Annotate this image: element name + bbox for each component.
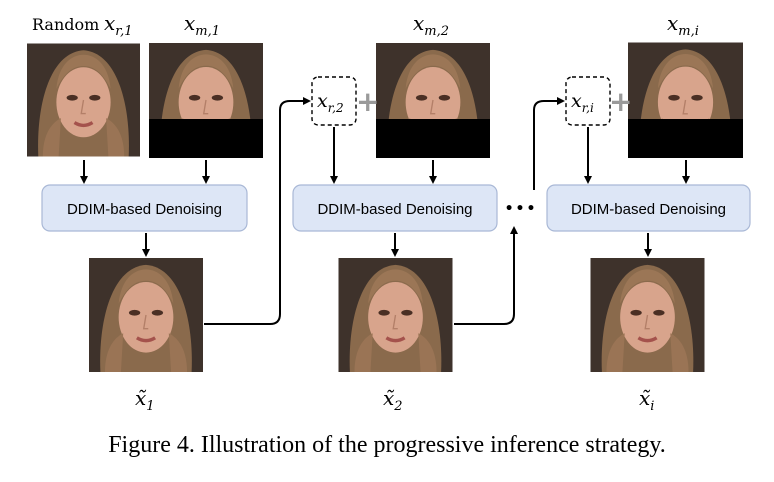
arrow-to-xri	[533, 97, 565, 190]
denoise-label-3: DDIM-based Denoising	[571, 201, 726, 218]
output-label-i: x̃i	[639, 386, 654, 414]
denoise-label-2: DDIM-based Denoising	[317, 201, 472, 218]
arrow-out1-to-xr2	[204, 97, 311, 325]
random-reference-image	[27, 42, 140, 158]
random-label: Random	[32, 15, 99, 34]
masked-image-2	[376, 42, 490, 158]
x-r2-box: xr,2	[311, 76, 357, 126]
ellipsis: •••	[505, 201, 538, 217]
x-m1-label: xm,1	[184, 11, 220, 39]
masked-image-i	[628, 42, 743, 158]
masked-image-1	[149, 42, 263, 158]
denoise-box-1: DDIM-based Denoising	[41, 184, 248, 232]
figure-caption: Figure 4. Illustration of the progressiv…	[108, 432, 666, 458]
x-mi-label: xm,i	[667, 11, 699, 39]
output-image-1	[89, 258, 203, 372]
x-r2-label: xr,2	[317, 90, 344, 115]
denoise-box-2: DDIM-based Denoising	[292, 184, 498, 232]
x-m2-label: xm,2	[413, 11, 449, 39]
output-image-2	[338, 258, 453, 372]
x-r1-label: xr,1	[104, 11, 132, 39]
mask-region-2	[376, 119, 490, 158]
mask-region-i	[628, 119, 743, 158]
x-ri-label: xr,i	[571, 90, 594, 115]
arrow-out2-to-xri	[454, 226, 518, 325]
denoise-label-1: DDIM-based Denoising	[67, 201, 222, 218]
plus-sign-i: +	[609, 85, 632, 118]
mask-region-1	[149, 119, 263, 158]
output-label-1: x̃1	[135, 386, 155, 414]
x-ri-box: xr,i	[565, 76, 611, 126]
output-image-i	[589, 258, 706, 372]
output-label-2: x̃2	[383, 386, 403, 414]
denoise-box-3: DDIM-based Denoising	[546, 184, 751, 232]
plus-sign-2: +	[356, 85, 379, 118]
